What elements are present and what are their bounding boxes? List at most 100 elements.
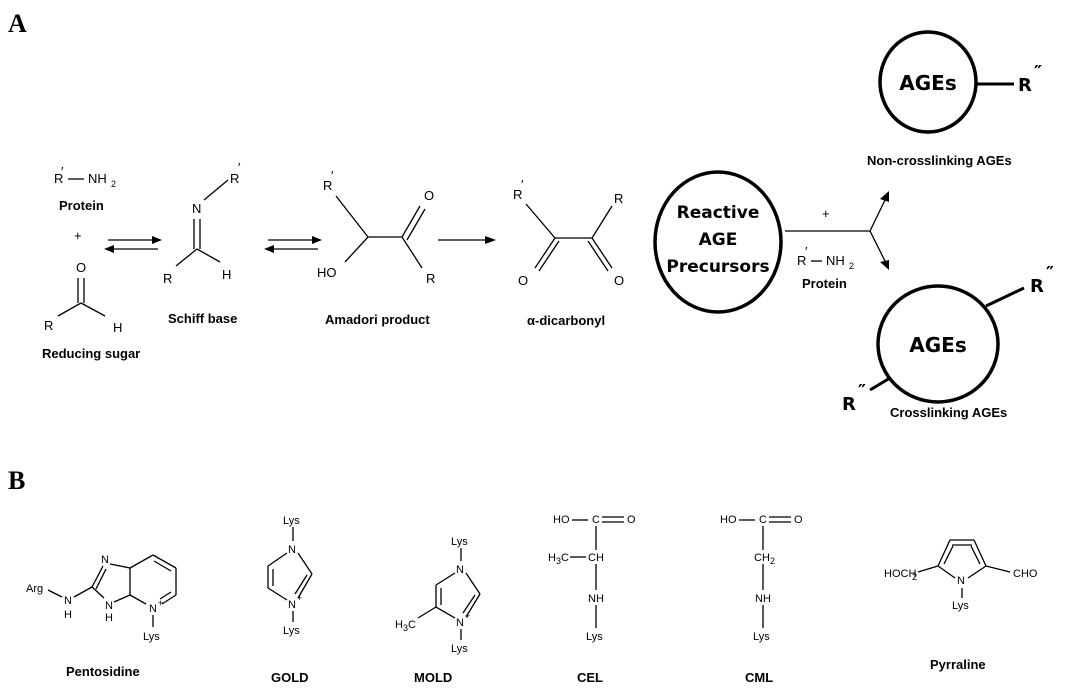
atom-r: R: [323, 178, 332, 193]
cel-label: CEL: [577, 670, 603, 685]
atom-o: O: [518, 273, 528, 288]
pyrraline-ring: N HOCH 2 CHO Lys: [880, 530, 1060, 612]
charge-plus: +: [158, 598, 163, 608]
atom-n: N: [149, 603, 157, 615]
atom-o: O: [627, 514, 636, 526]
atom-nh: NH: [588, 593, 604, 605]
pyrraline-label: Pyrraline: [930, 657, 986, 672]
precursors-text: Precursors: [666, 257, 769, 277]
atom-ho: HO: [720, 514, 737, 526]
atom-r: R: [54, 171, 63, 186]
protein-label: Protein: [59, 198, 104, 213]
prime-mark: ′: [805, 244, 808, 259]
atom-lys: Lys: [952, 600, 969, 612]
atom-r: R: [1030, 276, 1044, 297]
ages-text: AGEs: [909, 333, 966, 357]
reducing-sugar-structure: O R H: [44, 260, 122, 335]
svg-text:+: +: [297, 593, 302, 603]
non-crosslinking-label: Non-crosslinking AGEs: [867, 153, 1012, 168]
atom-o: O: [614, 273, 624, 288]
dicarbonyl-structure: R ′ R O O: [513, 177, 624, 288]
atom-nh: NH: [755, 593, 771, 605]
subscript-2: 2: [111, 179, 116, 189]
atom-ch: CH: [588, 552, 604, 564]
subscript-3: 3: [556, 556, 561, 566]
reactive-text: Reactive: [677, 203, 760, 223]
amadori-label: Amadori product: [325, 312, 430, 327]
atom-n: N: [456, 617, 464, 629]
atom-h3c: H: [548, 552, 556, 564]
atom-c: C: [561, 552, 569, 564]
protein-label-2: Protein: [802, 276, 847, 291]
prime-mark: ′: [331, 168, 334, 183]
atom-ch2: CH: [754, 552, 770, 564]
atom-nh: NH: [88, 171, 107, 186]
panel-label-b: B: [8, 466, 25, 495]
atom-h: H: [113, 320, 122, 335]
atom-h: H: [222, 267, 231, 282]
forward-arrow: [438, 236, 496, 244]
atom-lys: Lys: [451, 643, 468, 655]
panel-label-a: A: [8, 9, 27, 38]
cel-structure: HO C O CH H 3 C NH Lys: [548, 514, 636, 643]
equilibrium-arrow-1: [104, 236, 162, 253]
pentosidine-structure: Arg N H N N H N + Lys: [26, 554, 177, 643]
atom-o: O: [794, 514, 803, 526]
pentosidine-label: Pentosidine: [66, 664, 140, 679]
atom-n: N: [957, 575, 965, 587]
subscript-3: 3: [403, 623, 408, 633]
atom-lys: Lys: [143, 631, 160, 643]
atom-nh: NH: [826, 253, 845, 268]
prime-mark: ′: [521, 177, 524, 192]
atom-c: C: [759, 514, 767, 526]
atom-lys: Lys: [283, 515, 300, 527]
atom-o: O: [424, 188, 434, 203]
crosslinking-ages: AGEs R ″ R ″: [842, 263, 1054, 415]
atom-r: R: [230, 171, 239, 186]
atom-ho: HO: [317, 265, 337, 280]
atom-ho: HO: [553, 514, 570, 526]
atom-n: N: [64, 595, 72, 607]
atom-h: H: [105, 612, 113, 624]
atom-n: N: [101, 554, 109, 566]
atom-r: R: [513, 187, 522, 202]
atom-r: R: [1018, 75, 1032, 96]
subscript-2: 2: [912, 572, 917, 582]
atom-o: O: [76, 260, 86, 275]
age-text: AGE: [699, 230, 738, 250]
gold-structure: Lys N N + Lys: [267, 515, 313, 637]
atom-h3c: H: [395, 619, 403, 631]
atom-hoch2: HOCH: [884, 568, 916, 580]
cml-structure: HO C O CH 2 NH Lys: [720, 514, 803, 643]
double-prime-mark: ″: [1034, 62, 1042, 83]
subscript-2: 2: [770, 556, 775, 566]
atom-c: C: [592, 514, 600, 526]
cml-label: CML: [745, 670, 773, 685]
atom-n: N: [456, 564, 464, 576]
dicarbonyl-label: α-dicarbonyl: [527, 313, 605, 328]
atom-r: R: [163, 271, 172, 286]
plus-sign: +: [74, 228, 82, 243]
schiff-base-structure: N R ′ R H: [163, 160, 241, 286]
atom-r: R: [44, 318, 53, 333]
atom-arg: Arg: [26, 583, 43, 595]
atom-lys: Lys: [283, 625, 300, 637]
reactive-precursors-circle: Reactive AGE Precursors: [653, 170, 783, 314]
atom-c: C: [408, 619, 416, 631]
svg-text:+: +: [465, 611, 470, 621]
branch-arrow: + R ′ NH 2: [785, 191, 889, 271]
non-crosslinking-ages: AGEs R ″: [878, 30, 1042, 134]
atom-r: R: [842, 394, 856, 415]
mold-structure: Lys N N + H 3 C Lys: [395, 536, 481, 655]
prime-mark: ′: [238, 160, 241, 175]
amadori-structure: R ′ HO O R: [317, 168, 435, 286]
plus-sign: +: [822, 206, 830, 221]
reducing-sugar-label: Reducing sugar: [42, 346, 140, 361]
atom-lys: Lys: [451, 536, 468, 548]
atom-n: N: [288, 544, 296, 556]
atom-n: N: [288, 599, 296, 611]
atom-r: R: [797, 253, 806, 268]
crosslinking-label: Crosslinking AGEs: [890, 405, 1007, 420]
gold-label: GOLD: [271, 670, 309, 685]
